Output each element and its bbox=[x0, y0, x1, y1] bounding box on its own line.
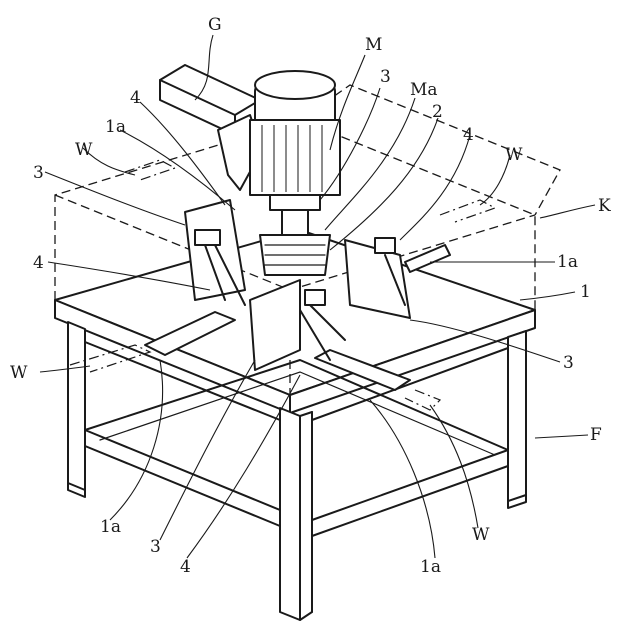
label-W-right: W bbox=[505, 145, 523, 165]
label-W-left: W bbox=[10, 363, 28, 383]
label-3-left: 3 bbox=[33, 163, 44, 183]
label-3-bottom: 3 bbox=[150, 537, 161, 557]
label-3-right: 3 bbox=[563, 353, 574, 373]
label-1a-bottom-left: 1a bbox=[100, 517, 121, 537]
label-W-bottom: W bbox=[472, 525, 490, 545]
label-1a-bottom-right: 1a bbox=[420, 557, 441, 577]
clamp-unit-left bbox=[185, 200, 245, 305]
rail-right bbox=[405, 245, 450, 272]
label-1a-right: 1a bbox=[557, 252, 578, 272]
label-Ma: Ma bbox=[410, 80, 438, 100]
label-4-left: 4 bbox=[33, 253, 44, 273]
leg-front-right bbox=[508, 331, 526, 501]
leg-front-center bbox=[280, 408, 300, 620]
motor-body bbox=[250, 120, 340, 195]
duct-g bbox=[160, 65, 262, 190]
clamp-unit-right bbox=[345, 238, 410, 318]
label-4-bottom: 4 bbox=[180, 557, 191, 577]
leg-front-left bbox=[68, 322, 85, 490]
motor-m bbox=[250, 71, 340, 240]
label-1a-top: 1a bbox=[105, 117, 126, 137]
label-3-top: 3 bbox=[380, 67, 391, 87]
label-2: 2 bbox=[432, 102, 443, 122]
label-4-right: 4 bbox=[463, 125, 474, 145]
label-G: G bbox=[208, 15, 222, 35]
label-1: 1 bbox=[580, 282, 591, 302]
label-K: K bbox=[598, 196, 611, 216]
spindle-head bbox=[260, 235, 330, 275]
label-F: F bbox=[590, 425, 602, 445]
label-M: M bbox=[365, 35, 382, 55]
label-4-top: 4 bbox=[130, 88, 141, 108]
label-W-top: W bbox=[75, 140, 93, 160]
